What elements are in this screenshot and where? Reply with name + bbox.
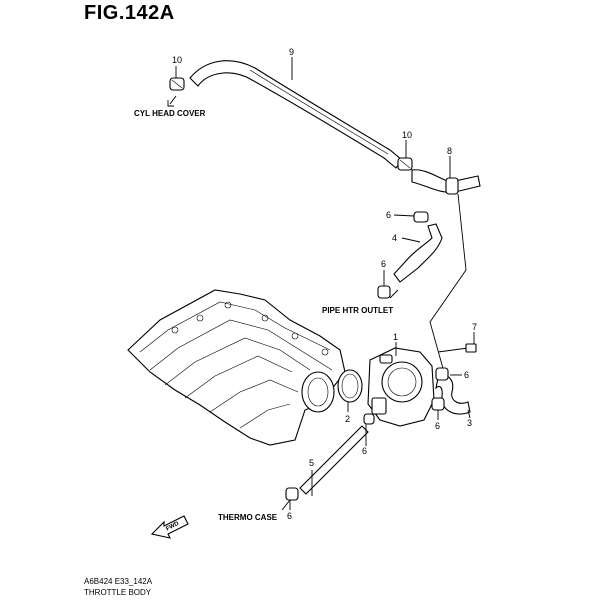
hose-routing-line xyxy=(429,193,467,373)
callout-6-thermo: 6 xyxy=(287,511,292,521)
part-9-hose[interactable] xyxy=(189,60,403,169)
callout-2: 2 xyxy=(345,414,350,424)
callout-6-pipe-htr: 6 xyxy=(381,259,386,269)
callout-4: 4 xyxy=(392,233,397,243)
callout-3: 3 xyxy=(467,418,472,428)
callout-9: 9 xyxy=(289,47,294,57)
part-8-hose[interactable] xyxy=(411,169,481,195)
part-10-clamp-left[interactable] xyxy=(169,77,185,91)
callout-5: 5 xyxy=(309,458,314,468)
callout-6-top: 6 xyxy=(386,210,391,220)
part-1-throttle-body[interactable] xyxy=(367,347,435,427)
label-pipe-htr-outlet: PIPE HTR OUTLET xyxy=(322,306,393,315)
part-6-clamp-thermo[interactable] xyxy=(285,487,299,501)
callout-10-right: 10 xyxy=(402,130,412,140)
part-4-hose[interactable] xyxy=(393,223,443,283)
figure-title: FIG.142A xyxy=(84,2,175,24)
callout-6-hose-5: 6 xyxy=(362,446,367,456)
part-10-clamp-right[interactable] xyxy=(397,157,413,171)
callout-10-left: 10 xyxy=(172,55,182,65)
callout-7: 7 xyxy=(472,322,477,332)
part-6-clamp-top[interactable] xyxy=(413,211,429,223)
part-6-clamp-hose-5[interactable] xyxy=(363,413,375,425)
leader-lines xyxy=(167,57,475,511)
fwd-arrow: FWD xyxy=(150,515,189,539)
label-thermo-case: THERMO CASE xyxy=(218,513,278,522)
part-5-hose[interactable] xyxy=(299,425,369,495)
part-6-clamp-hose-3[interactable] xyxy=(435,367,449,381)
intake-manifold[interactable] xyxy=(127,289,346,446)
part-2-gasket[interactable] xyxy=(337,369,363,403)
callout-8: 8 xyxy=(447,146,452,156)
part-6-clamp-lower[interactable] xyxy=(431,397,445,411)
callout-6-hose-3: 6 xyxy=(464,370,469,380)
callout-1: 1 xyxy=(393,332,398,342)
diagram-name: THROTTLE BODY xyxy=(84,588,152,597)
label-cyl-head-cover: CYL HEAD COVER xyxy=(134,109,206,118)
diagram-code: A6B424 E33_142A xyxy=(84,577,153,586)
part-7-bolt[interactable] xyxy=(437,343,477,353)
callout-6-lower: 6 xyxy=(435,421,440,431)
part-6-clamp-pipe-htr[interactable] xyxy=(377,285,391,299)
